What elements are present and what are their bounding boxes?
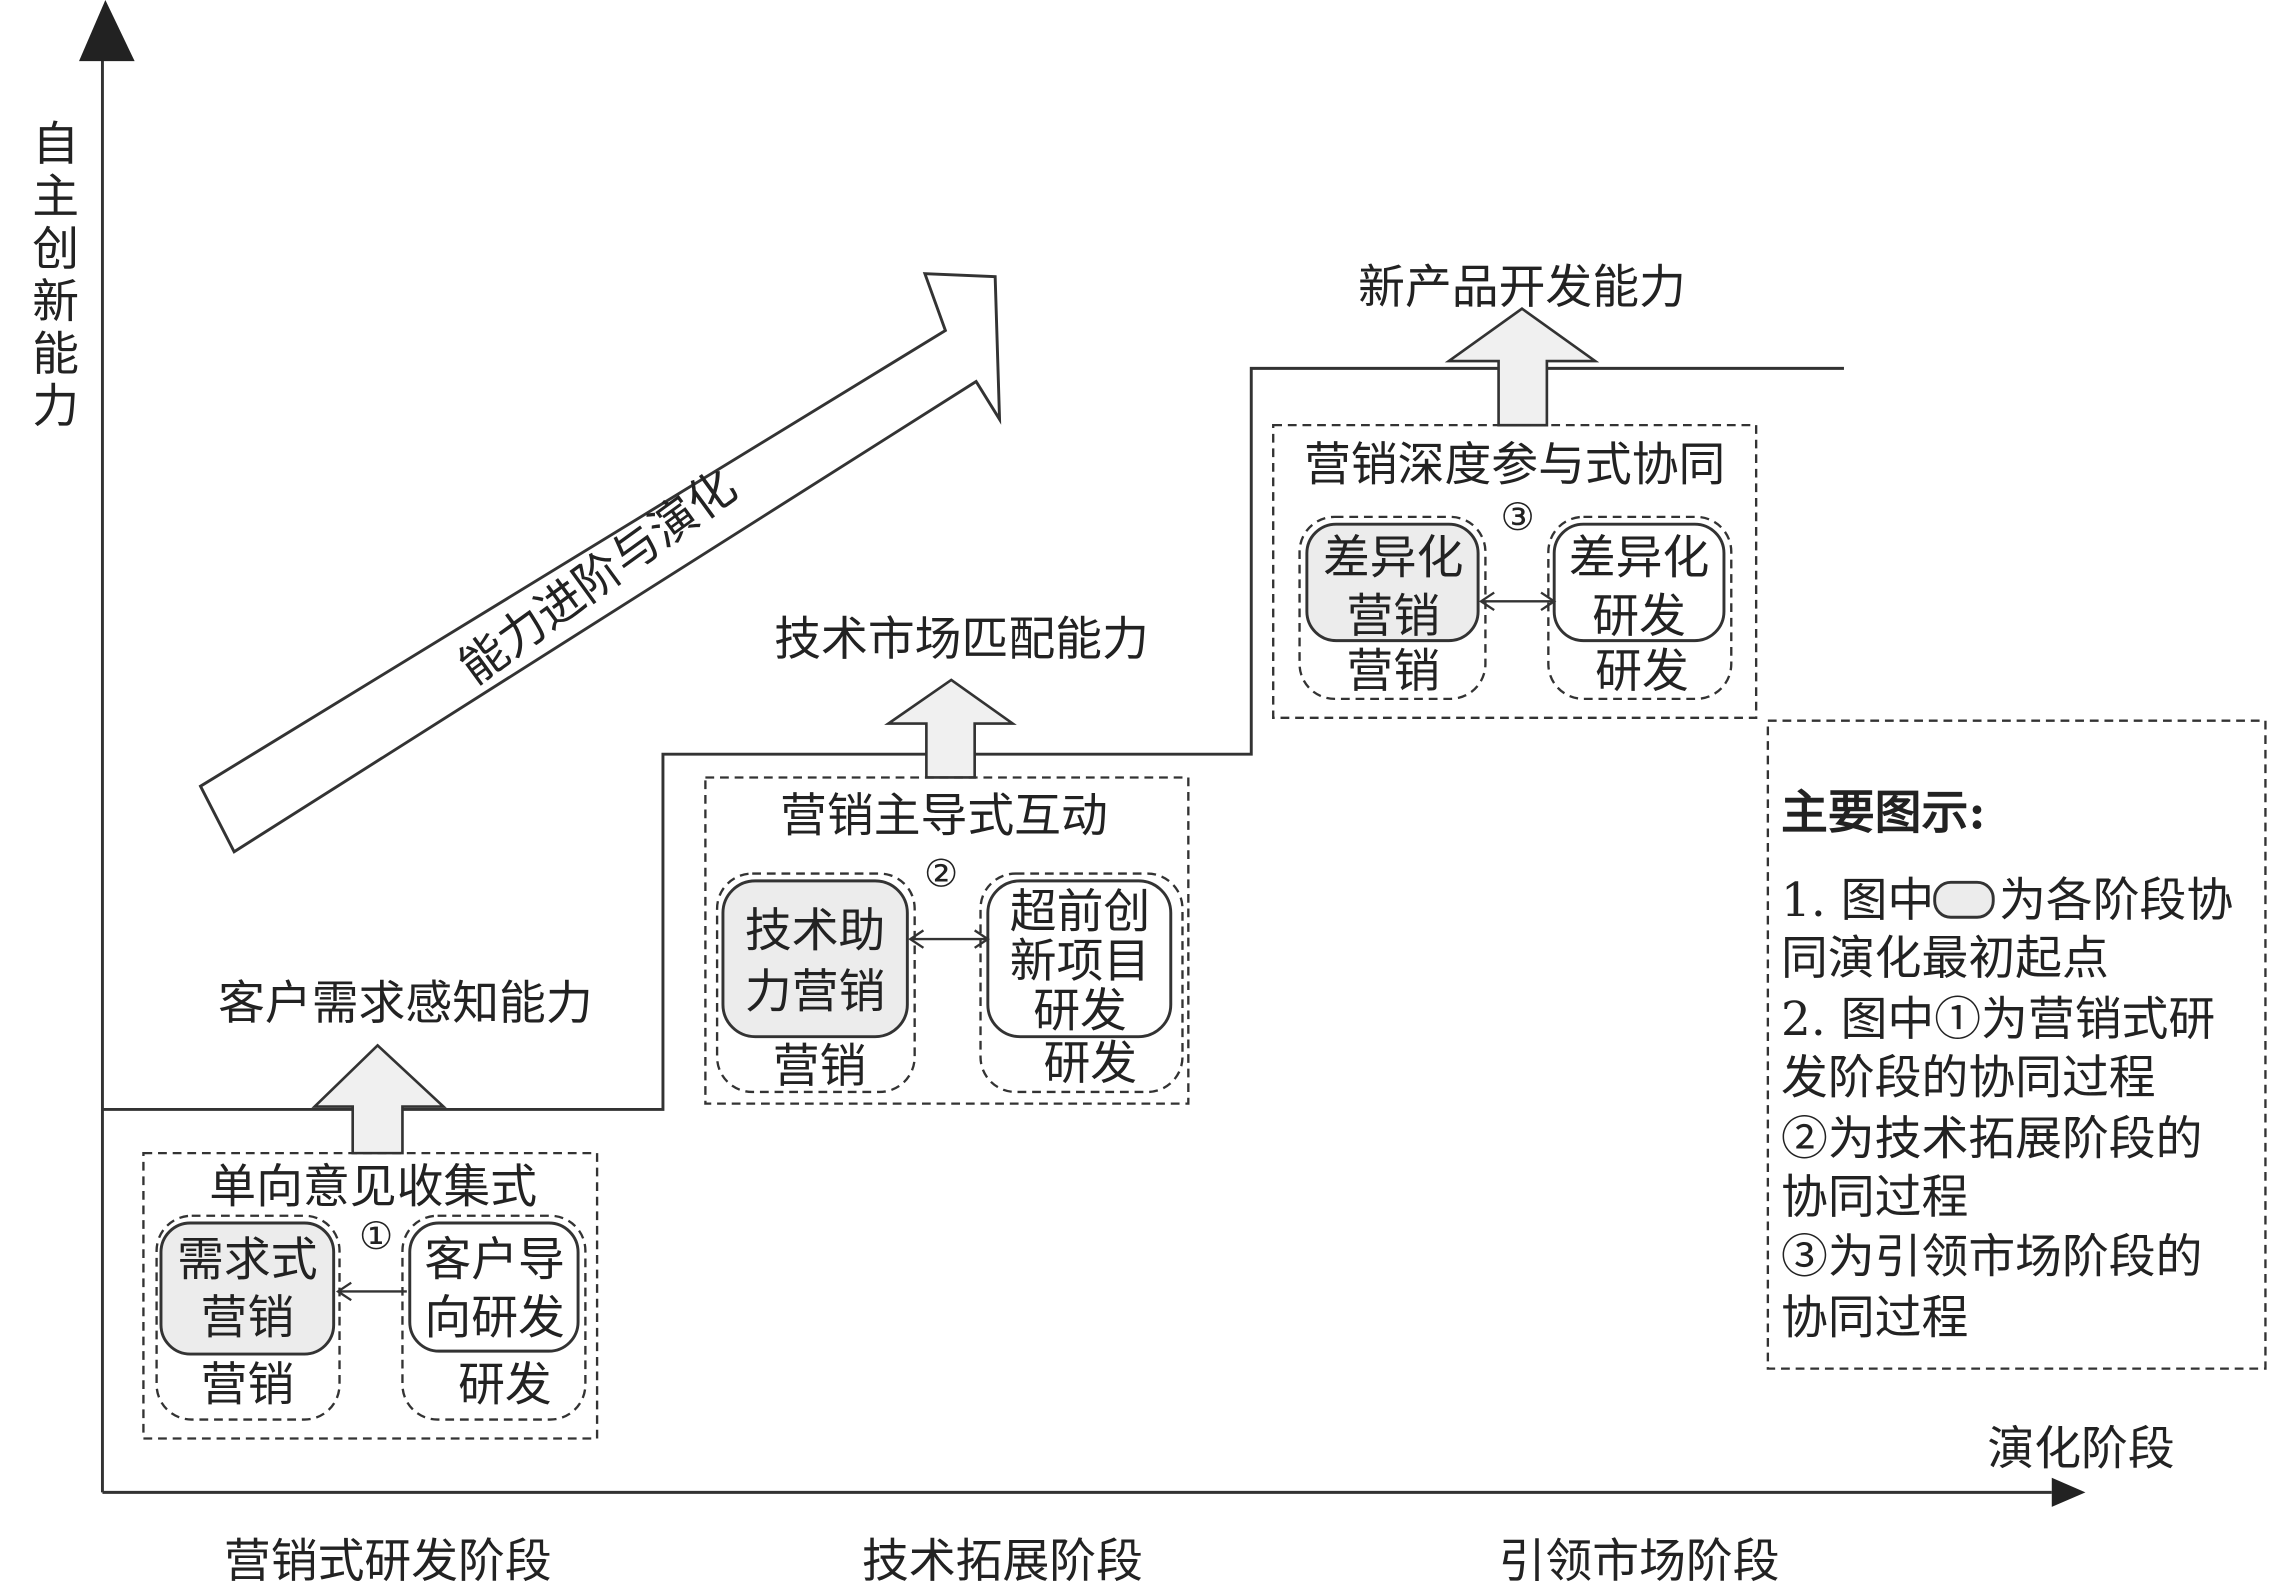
stage3-starting-point [1305, 522, 1480, 643]
stage2-left-text: 力营销 [745, 966, 885, 1020]
stage3-left-text: 营销 [1346, 590, 1440, 644]
trend-arrow: 能力进阶与演化 [198, 272, 1002, 854]
stage3-title: 营销深度参与式协同 [1304, 439, 1725, 493]
y-label-char: 创 [32, 223, 79, 277]
double-arrow-icon [1478, 591, 1557, 612]
y-axis-arrowhead-icon [79, 0, 135, 62]
double-arrow-icon [908, 929, 990, 949]
stage2-left-text: 技术助 [745, 904, 885, 958]
stage3-right-outer: 研发 [1595, 645, 1689, 699]
up-arrow-icon [311, 1043, 447, 1155]
stage1-right-outer: 研发 [458, 1359, 552, 1413]
stage1-title: 单向意见收集式 [209, 1161, 537, 1215]
stage2-right-outer: 研发 [1043, 1037, 1137, 1091]
y-label-char: 能 [32, 328, 79, 382]
stage2-box: 营销主导式互动 ② 技术助 力营销 营销 超前创 新项目 研发 研发 [704, 776, 1190, 1105]
x-axis [102, 1477, 2086, 1507]
stage2-starting-point [721, 879, 909, 1039]
y-axis [79, 0, 135, 1493]
y-axis-label: 自 主 创 新 能 力 [32, 118, 79, 434]
stage2-title: 营销主导式互动 [780, 789, 1108, 843]
y-label-char: 力 [32, 380, 79, 434]
stage1-starting-point [159, 1221, 336, 1356]
stage1-left-outer: 营销 [201, 1359, 295, 1413]
stage3-left-outer: 营销 [1346, 645, 1440, 699]
stage1-box: 单向意见收集式 ① 需求式 营销 营销 客户导 向研发 研发 [142, 1151, 599, 1440]
capability-label-3: 新产品开发能力 [1358, 261, 1686, 315]
legend-line: ③为引领市场阶段的 [1781, 1231, 2202, 1285]
legend-line: 协同过程 [1781, 1292, 1968, 1346]
legend-line: 1. 图中 [1781, 874, 1934, 928]
stage2-right-text: 新项目 [1010, 935, 1150, 989]
stage1-right-text: 向研发 [424, 1292, 564, 1346]
legend-line: ②为技术拓展阶段的 [1781, 1113, 2202, 1167]
stage2-marker: ② [924, 852, 958, 896]
legend-line: 2. 图中①为营销式研 [1781, 993, 2215, 1047]
legend-line: 发阶段的协同过程 [1781, 1052, 2156, 1106]
left-arrow-icon [335, 1281, 407, 1302]
stage-label-3: 引领市场阶段 [1499, 1535, 1780, 1587]
x-axis-label: 演化阶段 [1987, 1423, 2174, 1477]
stage3-right-text: 差异化 [1569, 532, 1709, 586]
stage-label-1: 营销式研发阶段 [224, 1535, 552, 1587]
stage1-right-text: 客户导 [424, 1234, 564, 1288]
stage2-right-text: 研发 [1033, 985, 1127, 1039]
stage1-left-text: 营销 [201, 1292, 295, 1346]
legend: 主要图示: 1. 图中 为各阶段协 同演化最初起点 2. 图中①为营销式研 发阶… [1766, 719, 2267, 1370]
trend-arrow-label: 能力进阶与演化 [450, 460, 747, 695]
stage-label-2: 技术拓展阶段 [862, 1535, 1143, 1587]
x-axis-arrowhead-icon [2051, 1477, 2086, 1507]
stage3-marker: ③ [1501, 495, 1535, 539]
rounded-rect-legend-icon [1933, 880, 1995, 919]
legend-line: 为各阶段协 [1999, 874, 2233, 928]
capability-label-1: 客户需求感知能力 [218, 977, 593, 1031]
legend-line: 协同过程 [1781, 1171, 1968, 1225]
y-label-char: 自 [32, 118, 79, 172]
stage3-box: 营销深度参与式协同 ③ 差异化 营销 营销 差异化 研发 研发 [1272, 423, 1758, 719]
up-arrow-icon [884, 678, 1017, 779]
stage1-marker: ① [359, 1214, 393, 1258]
stage3-left-text: 差异化 [1323, 532, 1463, 586]
y-label-char: 主 [32, 171, 79, 225]
stage2-left-outer: 营销 [773, 1040, 867, 1094]
stage1-left-text: 需求式 [177, 1234, 317, 1288]
stage2-right-text: 超前创 [1010, 886, 1150, 940]
stage3-right-text: 研发 [1592, 590, 1686, 644]
capability-label-2: 技术市场匹配能力 [774, 613, 1149, 667]
y-label-char: 新 [32, 276, 79, 330]
legend-line: 同演化最初起点 [1781, 932, 2109, 986]
legend-title: 主要图示: [1781, 786, 1986, 841]
